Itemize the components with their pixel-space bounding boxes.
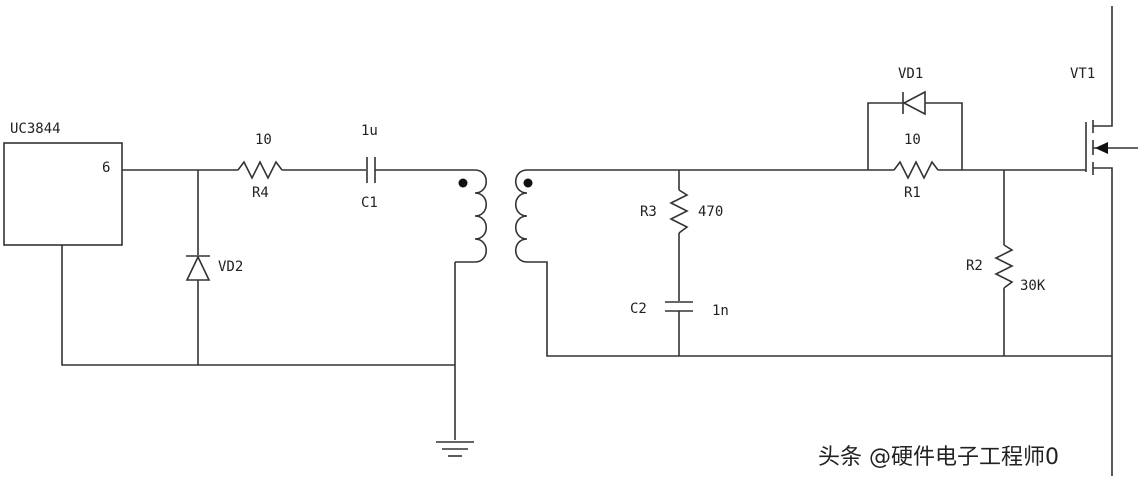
- c2-capacitor-icon: [665, 301, 693, 312]
- c2-value: 1n: [712, 303, 729, 319]
- wire-ground-return: [61, 245, 455, 366]
- ground-icon: [436, 441, 474, 457]
- vd2-diode-icon: [185, 255, 211, 281]
- vt1-ref: VT1: [1070, 66, 1095, 82]
- r4-value: 10: [255, 132, 272, 148]
- c2-ref: C2: [630, 301, 647, 317]
- r2-resistor-icon: [994, 244, 1014, 289]
- uc3844-block: [3, 142, 123, 246]
- transformer-primary-coil-icon: [455, 169, 488, 263]
- ic-name: UC3844: [10, 121, 61, 137]
- secondary-dot-icon: [523, 178, 533, 188]
- c1-ref: C1: [361, 195, 378, 211]
- vd1-diode-icon: [902, 90, 926, 116]
- r4-resistor-icon: [237, 160, 283, 180]
- r3-value: 470: [698, 204, 723, 220]
- vd2-ref: VD2: [218, 259, 243, 275]
- wire-vd1-bypass: [867, 102, 963, 170]
- ic-pin-number: 6: [102, 160, 110, 176]
- watermark-text: 头条 @硬件电子工程师0: [818, 445, 1059, 470]
- r3-resistor-icon: [669, 189, 689, 234]
- r1-value: 10: [904, 132, 921, 148]
- r1-resistor-icon: [893, 160, 939, 180]
- c1-capacitor-icon: [366, 157, 376, 183]
- r2-ref: R2: [966, 258, 983, 274]
- r2-value: 30K: [1020, 278, 1046, 294]
- vt1-mosfet-icon: [1085, 6, 1138, 476]
- transformer-secondary-coil-icon: [514, 169, 1112, 357]
- c1-value: 1u: [361, 123, 378, 139]
- primary-dot-icon: [458, 178, 468, 188]
- r4-ref: R4: [252, 185, 269, 201]
- r3-ref: R3: [640, 204, 657, 220]
- vd1-ref: VD1: [898, 66, 923, 82]
- r1-ref: R1: [904, 185, 921, 201]
